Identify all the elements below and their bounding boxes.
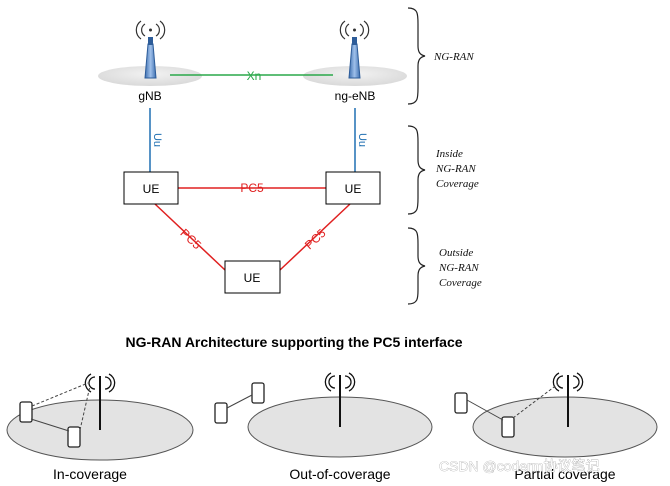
ngran-label: NG-RAN [433, 51, 474, 63]
in-coverage-link-2 [79, 385, 91, 431]
out-of-coverage-phone-icon-1 [251, 382, 265, 404]
in-coverage-link-1 [31, 382, 89, 407]
ue-box-left [123, 171, 179, 205]
pc5-label-top: PC5 [240, 181, 264, 195]
ue-label-left: UE [143, 182, 160, 196]
pc5-label-right: PC5 [302, 226, 329, 252]
partial-coverage-phone-icon-2 [501, 416, 515, 438]
out-of-coverage-link [226, 394, 253, 409]
ngenb-antenna-icon [339, 20, 370, 79]
in-coverage-phone-icon-1 [19, 401, 33, 423]
inside-label-2: NG-RAN [435, 163, 476, 175]
gnb-label: gNB [138, 89, 161, 103]
outside-label-2: NG-RAN [438, 262, 479, 274]
uu-label-right: Uu [356, 133, 368, 147]
outside-label-3: Coverage [439, 277, 482, 289]
partial-coverage-phone-icon-1 [454, 392, 468, 414]
scenario-label-out-of-coverage: Out-of-coverage [289, 466, 390, 482]
ue-box-right [325, 171, 381, 205]
ue-box-bottom [224, 260, 281, 294]
ngran-brace [407, 7, 426, 105]
partial-coverage-link-1 [466, 399, 504, 421]
in-coverage-phone-icon-2 [67, 426, 81, 448]
out-of-coverage-phone-icon-2 [214, 402, 228, 424]
pc5-link-left [154, 203, 226, 271]
outside-brace [407, 227, 426, 305]
out-of-coverage-tower-icon [324, 372, 356, 427]
xn-label: Xn [247, 69, 262, 83]
ue-label-bottom: UE [244, 271, 261, 285]
ngenb-label: ng-eNB [335, 89, 376, 103]
inside-label-1: Inside [435, 148, 463, 160]
watermark: CSDN @coderm协议笔记 [439, 458, 599, 474]
uu-label-left: Uu [151, 133, 163, 147]
ue-label-right: UE [345, 182, 362, 196]
scenario-label-in-coverage: In-coverage [53, 466, 127, 482]
outside-label-1: Outside [439, 247, 473, 259]
pc5-link-right [279, 203, 351, 271]
partial-coverage-tower-icon [552, 372, 584, 427]
in-coverage-link-3 [30, 418, 70, 432]
inside-label-3: Coverage [436, 178, 479, 190]
figure-caption: NG-RAN Architecture supporting the PC5 i… [125, 334, 462, 350]
gnb-antenna-icon [135, 20, 166, 79]
partial-coverage-link-2 [512, 383, 559, 419]
scenario-label-partial-coverage: Partial coverage [514, 466, 615, 482]
partial-coverage-area [472, 396, 658, 458]
inside-brace [407, 125, 426, 215]
